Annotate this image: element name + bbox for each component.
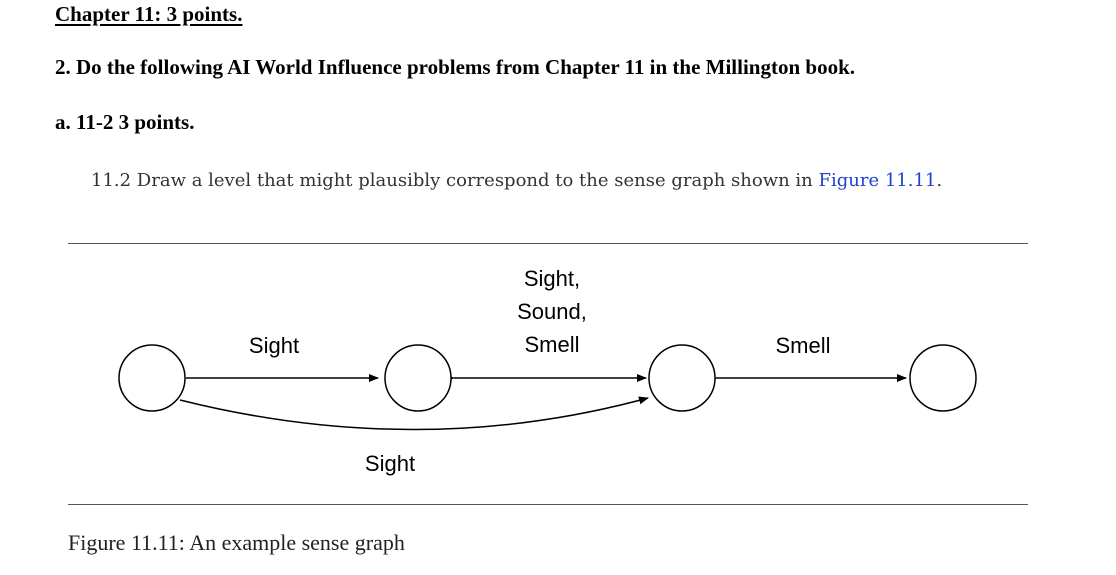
chapter-heading: Chapter 11: 3 points. bbox=[55, 2, 243, 26]
sub-heading: a. 11-2 3 points. bbox=[55, 110, 195, 134]
edge-label-multi-line1: Sight, bbox=[524, 266, 580, 291]
exercise-body: 11.2 Draw a level that might plausibly c… bbox=[91, 170, 819, 191]
node-3 bbox=[648, 344, 716, 412]
edge-label-sight-bottom: Sight bbox=[365, 451, 415, 476]
figure-caption: Figure 11.11: An example sense graph bbox=[68, 530, 405, 555]
edge-label-smell: Smell bbox=[775, 333, 830, 358]
figure-top-rule bbox=[68, 243, 1028, 244]
exercise-text: 11.2 Draw a level that might plausibly c… bbox=[91, 170, 942, 191]
figure-link[interactable]: Figure 11.11 bbox=[818, 170, 937, 191]
node-4 bbox=[909, 344, 977, 412]
edge-sight-1-3 bbox=[179, 396, 649, 431]
edge-label-multi-line2: Sound, bbox=[517, 299, 587, 324]
edge-label-multi-line3: Smell bbox=[524, 332, 579, 357]
node-2 bbox=[384, 344, 452, 412]
problem-heading: 2. Do the following AI World Influence p… bbox=[55, 55, 856, 79]
figure-bottom-rule bbox=[68, 504, 1028, 505]
edge-label-sight-top: Sight bbox=[249, 333, 299, 358]
exercise-end: . bbox=[936, 170, 943, 191]
node-1 bbox=[118, 344, 186, 412]
